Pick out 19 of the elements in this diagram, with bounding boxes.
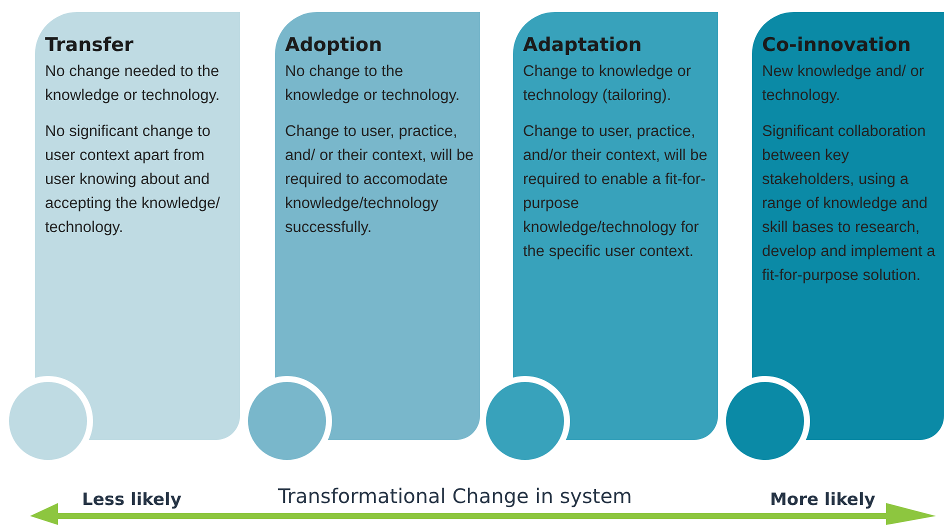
stage-description: No significant change to user context apart from user knowing about and accepting the knowledge/ technology. xyxy=(45,122,221,238)
stage-description: New knowledge and/ or technology. xyxy=(762,62,925,106)
stage-panel xyxy=(513,12,718,440)
stage-description: No change to the knowledge or technology. xyxy=(285,62,461,106)
stage-panel xyxy=(752,12,944,440)
stage-heading: Transfer xyxy=(45,34,134,56)
stage-description: No change needed to the knowledge or technology. xyxy=(45,62,221,106)
stage-panel xyxy=(35,12,240,440)
stage-heading: Adaptation xyxy=(523,34,643,56)
stage-heading: Co-innovation xyxy=(762,34,912,56)
stage-panel xyxy=(275,12,480,440)
scale-end-label: Less likely xyxy=(82,490,182,510)
stage-description: Change to user, practice, and/or their context, will be required to enable a fit-for-purpose knowledge/technology for the specific user context. xyxy=(523,122,708,262)
stage-description: Change to user, practice, and/ or their context, will be required to accomodate knowledge/technology successfully. xyxy=(285,122,474,238)
scale-end-label: More likely xyxy=(770,490,876,510)
stage-heading: Adoption xyxy=(285,34,384,56)
stage-description: Significant collaboration between key stakeholders, using a range of knowledge and skill bases to research, develop and implement a fit-for-purpose solution. xyxy=(762,122,936,286)
stage-description: Change to knowledge or technology (tailoring). xyxy=(523,62,692,106)
axis-title: Transformational Change in system xyxy=(278,484,632,508)
